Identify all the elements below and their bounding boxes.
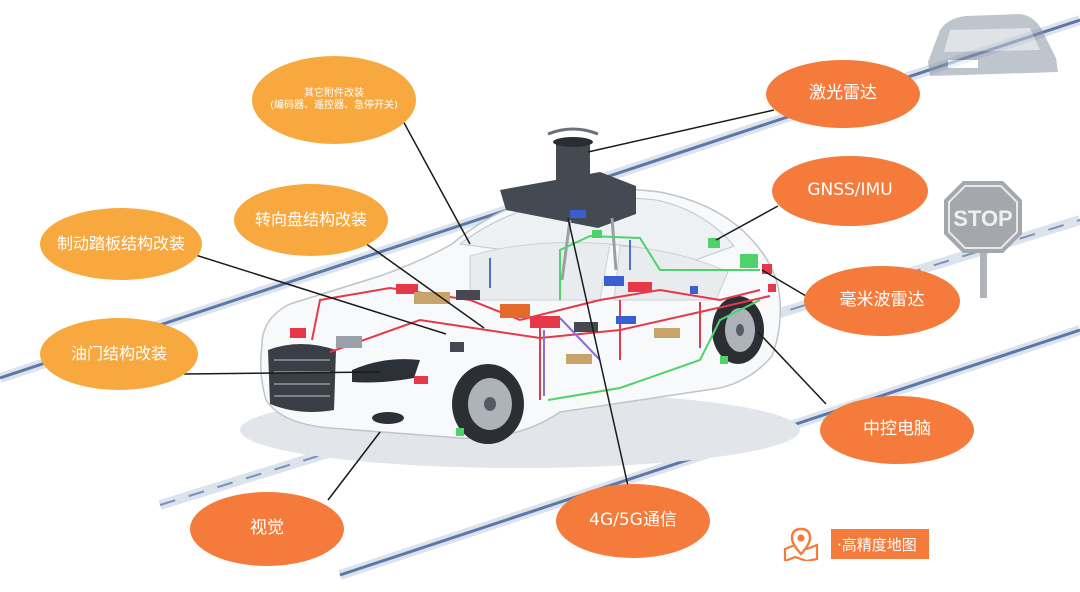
callout-lidar-label: 激光雷达 — [809, 83, 877, 104]
callout-gnss-imu: GNSS/IMU — [772, 156, 928, 226]
callout-mmwave-radar: 毫米波雷达 — [804, 266, 960, 336]
callout-gnss-imu-label: GNSS/IMU — [807, 180, 893, 201]
callout-brake-pedal: 制动踏板结构改装 — [40, 208, 202, 280]
background-car — [928, 14, 1058, 76]
callout-lidar: 激光雷达 — [766, 60, 920, 128]
callout-other-attachments-line2: (编码器、遥控器、急停开关) — [270, 100, 398, 111]
callout-communication-label: 4G/5G通信 — [589, 510, 677, 531]
callout-communication: 4G/5G通信 — [556, 484, 710, 558]
callout-throttle-label: 油门结构改装 — [70, 344, 167, 363]
callout-other-attachments: 其它附件改装 (编码器、遥控器、急停开关) — [252, 56, 416, 144]
roof-rack — [500, 127, 636, 281]
callout-brake-pedal-label: 制动踏板结构改装 — [56, 234, 185, 253]
callout-throttle: 油门结构改装 — [40, 318, 198, 390]
callout-vision: 视觉 — [190, 492, 344, 566]
callout-steering-wheel-label: 转向盘结构改装 — [254, 210, 367, 229]
legend-hd-map-label: ·高精度地图 — [831, 529, 929, 559]
callout-mmwave-radar-label: 毫米波雷达 — [839, 290, 925, 311]
stop-sign: STOP — [944, 181, 1022, 298]
callout-central-computer: 中控电脑 — [820, 396, 974, 464]
callout-central-computer-label: 中控电脑 — [863, 419, 931, 440]
main-car — [240, 188, 800, 468]
wiring-harness — [311, 234, 771, 401]
legend-hd-map: ·高精度地图 — [783, 527, 929, 561]
vehicle-components — [290, 210, 776, 436]
map-pin-icon — [783, 527, 819, 561]
callout-vision-label: 视觉 — [250, 518, 284, 539]
callout-steering-wheel: 转向盘结构改装 — [234, 184, 388, 256]
stop-sign-text: STOP — [953, 206, 1013, 231]
leader-lines — [183, 107, 827, 501]
callout-other-attachments-line1: 其它附件改装 — [304, 87, 364, 99]
